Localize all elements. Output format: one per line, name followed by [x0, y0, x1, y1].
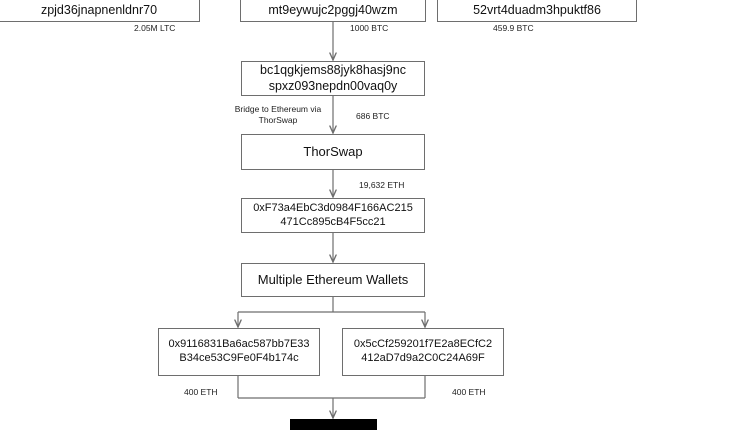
wallet-left-box: 0x9116831Ba6ac587bb7E33 B34ce53C9Fe0F4b1…	[158, 328, 320, 376]
top-right-address-box: 52vrt4duadm3hpuktf86	[437, 0, 637, 22]
top-right-address-line2: 52vrt4duadm3hpuktf86	[473, 3, 601, 18]
label-btc-686: 686 BTC	[356, 111, 390, 121]
bc1-address-line1: bc1qgkjems88jyk8hasj9nc	[260, 62, 406, 77]
label-eth-19632: 19,632 ETH	[359, 180, 405, 190]
wallet-left-line1: 0x9116831Ba6ac587bb7E33	[168, 338, 310, 351]
bc1-address-line2: spxz093nepdn00vaq0y	[268, 78, 398, 93]
wallet-right-line2: 412aD7d9a2C0C24A69F	[361, 352, 485, 364]
label-bridge-line1: Bridge to Ethereum via	[234, 104, 322, 114]
label-ltc-amount: 2.05M LTC	[134, 23, 176, 33]
top-left-address-box: zpjd36jnapnenldnr70	[0, 0, 200, 22]
label-bridge: Bridge to Ethereum via ThorSwap	[225, 104, 331, 125]
top-left-address-line2: zpjd36jnapnenldnr70	[40, 3, 158, 18]
thorswap-label: ThorSwap	[303, 143, 363, 159]
bc1-address-box: bc1qgkjems88jyk8hasj9nc spxz093nepdn00va…	[241, 61, 425, 96]
label-btc-459: 459.9 BTC	[493, 23, 534, 33]
eth-main-address-line2: 471Cc895cB4F5cc21	[280, 215, 386, 228]
multiple-wallets-box: Multiple Ethereum Wallets	[241, 263, 425, 297]
wallet-right-line1: 0x5cCf259201f7E2a8ECfC2	[353, 338, 493, 351]
top-mid-address-line2: mt9eywujc2pggj40wzm	[268, 3, 398, 18]
label-eth-400-left: 400 ETH	[184, 387, 218, 397]
wallet-right-box: 0x5cCf259201f7E2a8ECfC2 412aD7d9a2C0C24A…	[342, 328, 504, 376]
wallet-left-line2: B34ce53C9Fe0F4b174c	[179, 352, 299, 364]
redaction-block	[290, 419, 377, 430]
top-mid-address-box: mt9eywujc2pggj40wzm	[240, 0, 426, 22]
thorswap-box: ThorSwap	[241, 134, 425, 170]
eth-main-address-box: 0xF73a4EbC3d0984F166AC215 471Cc895cB4F5c…	[241, 198, 425, 233]
multiple-wallets-label: Multiple Ethereum Wallets	[257, 271, 409, 287]
label-eth-400-right: 400 ETH	[452, 387, 486, 397]
label-bridge-line2: ThorSwap	[258, 114, 298, 125]
eth-main-address-line1: 0xF73a4EbC3d0984F166AC215	[253, 201, 413, 214]
label-btc-1000: 1000 BTC	[350, 23, 389, 33]
